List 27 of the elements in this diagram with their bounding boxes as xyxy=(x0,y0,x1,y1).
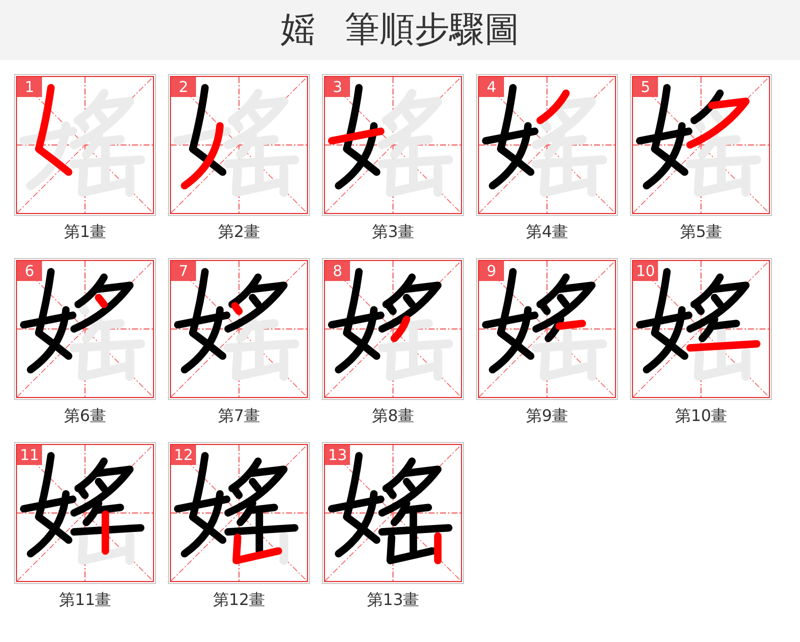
step-number-tag: 12 xyxy=(171,445,196,465)
step-number-tag: 2 xyxy=(171,77,196,97)
step-caption: 第4畫 xyxy=(524,222,570,242)
step-caption: 第6畫 xyxy=(62,406,108,426)
step-number-tag: 1 xyxy=(17,77,42,97)
step-number-tag: 13 xyxy=(325,445,350,465)
step-caption: 第5畫 xyxy=(678,222,724,242)
step-number-tag: 4 xyxy=(479,77,504,97)
step-caption: 第13畫 xyxy=(366,590,420,610)
step-number-tag: 6 xyxy=(17,261,42,281)
step-caption: 第2畫 xyxy=(216,222,262,242)
step-caption: 第12畫 xyxy=(212,590,266,610)
step-caption: 第3畫 xyxy=(370,222,416,242)
step-number-tag: 10 xyxy=(633,261,658,281)
step-caption: 第7畫 xyxy=(216,406,262,426)
step-caption: 第10畫 xyxy=(674,406,728,426)
step-caption: 第8畫 xyxy=(370,406,416,426)
step-number-tag: 3 xyxy=(325,77,350,97)
page-title: 媱 筆順步驟圖 xyxy=(0,0,800,60)
step-caption: 第11畫 xyxy=(58,590,112,610)
step-caption: 第9畫 xyxy=(524,406,570,426)
step-number-tag: 7 xyxy=(171,261,196,281)
step-caption: 第1畫 xyxy=(62,222,108,242)
step-number-tag: 5 xyxy=(633,77,658,97)
step-number-tag: 9 xyxy=(479,261,504,281)
step-number-tag: 11 xyxy=(17,445,42,465)
step-number-tag: 8 xyxy=(325,261,350,281)
